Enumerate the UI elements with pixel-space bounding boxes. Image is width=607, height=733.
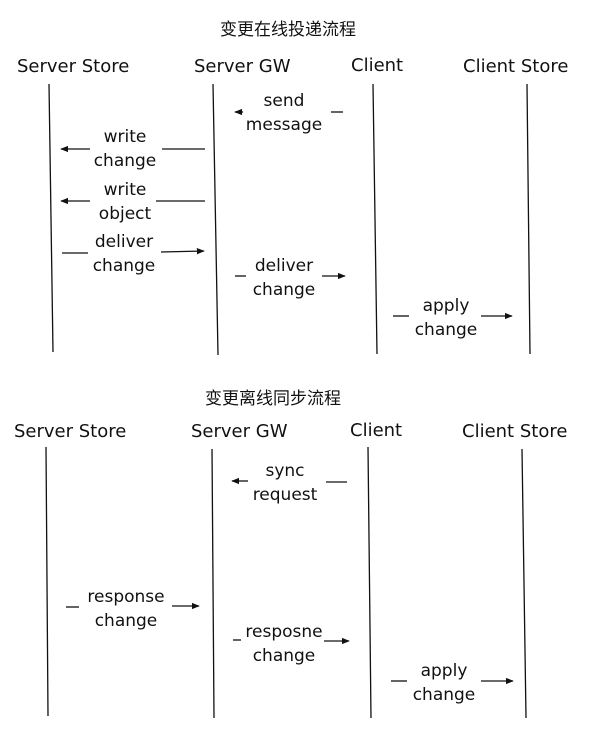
diagram-2-message-sync-request: sync request xyxy=(252,461,318,505)
diagram-1-lifeline-2 xyxy=(212,83,219,356)
diagram-1-lifeline-3 xyxy=(372,83,378,355)
diagram-1-actor-client-store: Client Store xyxy=(463,56,569,77)
diagram-1-actor-client: Client xyxy=(351,55,404,76)
diagram-2-lifeline-4 xyxy=(521,448,527,719)
diagram-1-message-apply-change: apply change xyxy=(414,296,478,340)
diagram-2-actor-server-store: Server Store xyxy=(14,421,127,442)
diagram-1-lifeline-4 xyxy=(526,83,531,355)
diagram-2-message-apply-change: apply change xyxy=(412,661,476,705)
diagram-1-actor-server-gw: Server GW xyxy=(194,56,291,77)
diagram-2-actor-client: Client xyxy=(350,420,403,441)
diagram-2-actor-server-gw: Server GW xyxy=(191,421,288,442)
diagram-2-lifeline-3 xyxy=(367,446,372,719)
diagram-1-actor-server-store: Server Store xyxy=(17,56,130,77)
diagram-2-actor-client-store: Client Store xyxy=(462,421,568,442)
diagram-1-message-deliver-change: deliver change xyxy=(92,232,156,276)
diagram-1-message-write-change: write change xyxy=(93,127,157,171)
diagram-2-message-resposne-change: resposne change xyxy=(245,622,323,666)
diagram-1-arrow-segment-8 xyxy=(160,247,205,255)
diagram-1-message-deliver-change-2: deliver change xyxy=(252,256,316,300)
diagram-2-lifeline-2 xyxy=(211,448,215,719)
diagram-1-message-write-object: write object xyxy=(98,180,152,224)
diagram-1-lifeline-1 xyxy=(48,83,54,353)
diagram-2-message-response-change: response change xyxy=(87,587,165,631)
diagram-2-lifeline-1 xyxy=(45,446,49,717)
diagram-1-message-send-message: send message xyxy=(245,91,323,135)
diagram-1-title: 变更在线投递流程 xyxy=(220,20,356,40)
diagram-2-title: 变更离线同步流程 xyxy=(205,389,341,409)
